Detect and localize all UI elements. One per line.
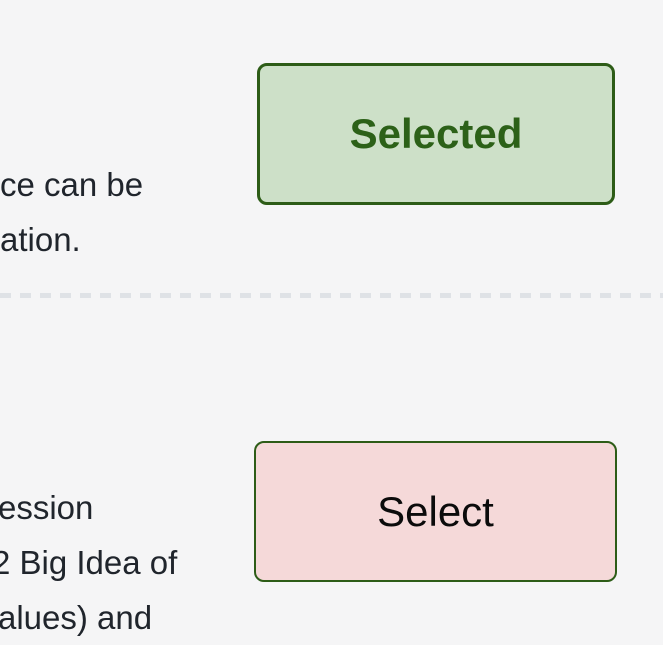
selected-button[interactable]: Selected [257,63,615,205]
item-description: ce can be ation. [0,157,143,267]
dashed-divider [0,293,663,298]
select-button[interactable]: Select [254,441,617,582]
description-line: 2 Big Idea of [0,544,178,581]
description-line: ation. [0,221,81,258]
item-description: ession 2 Big Idea of alues) and [0,480,177,645]
description-line: ce can be [0,166,144,203]
description-line: alues) and [0,599,153,636]
description-line: ession [0,489,94,526]
